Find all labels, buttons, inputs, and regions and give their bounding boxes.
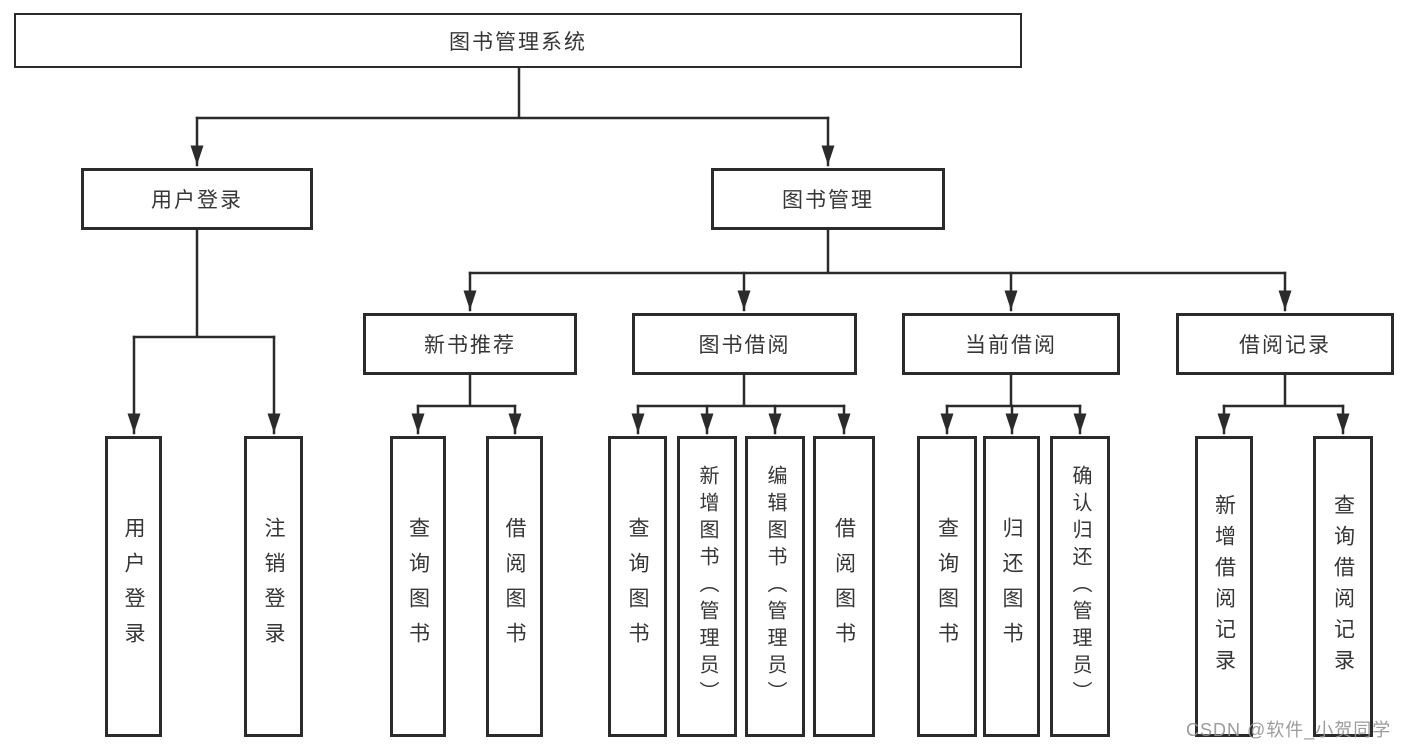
connector-user-login: [132, 228, 276, 339]
node-leaf-add-book-admin: 新增图书（管理员）: [677, 436, 737, 737]
node-leaf-logout: 注销登录: [244, 436, 303, 737]
connector-book-borrow: [636, 373, 846, 408]
connector-root: [195, 66, 830, 120]
node-leaf-add-borrow-record: 新增借阅记录: [1195, 436, 1253, 737]
connector-new-book-rec: [416, 373, 517, 408]
node-leaf-confirm-return-admin: 确认归还（管理员）: [1050, 436, 1110, 737]
node-root-system: 图书管理系统: [14, 13, 1022, 68]
connector-current-borrow: [945, 373, 1082, 408]
node-current-borrow: 当前借阅: [902, 313, 1120, 375]
node-borrow-records: 借阅记录: [1176, 313, 1394, 375]
node-leaf-borrow-book-1: 借阅图书: [486, 436, 543, 737]
node-leaf-borrow-book-2: 借阅图书: [813, 436, 875, 737]
node-book-borrow: 图书借阅: [632, 313, 857, 375]
connector-borrow-records: [1222, 373, 1345, 408]
node-leaf-user-login: 用户登录: [105, 436, 162, 737]
node-leaf-return-book: 归还图书: [983, 436, 1040, 737]
connector-book-mgmt: [468, 228, 1287, 275]
node-book-mgmt: 图书管理: [711, 168, 945, 230]
node-leaf-edit-book-admin: 编辑图书（管理员）: [745, 436, 805, 737]
node-leaf-query-book-1: 查询图书: [390, 436, 446, 737]
csdn-watermark: CSDN @软件_小贺同学: [1186, 720, 1392, 740]
node-new-book-rec: 新书推荐: [363, 313, 577, 375]
node-leaf-query-borrow-record: 查询借阅记录: [1313, 436, 1373, 737]
node-leaf-query-book-3: 查询图书: [917, 436, 977, 737]
node-leaf-query-book-2: 查询图书: [608, 436, 667, 737]
node-user-login: 用户登录: [81, 168, 313, 230]
